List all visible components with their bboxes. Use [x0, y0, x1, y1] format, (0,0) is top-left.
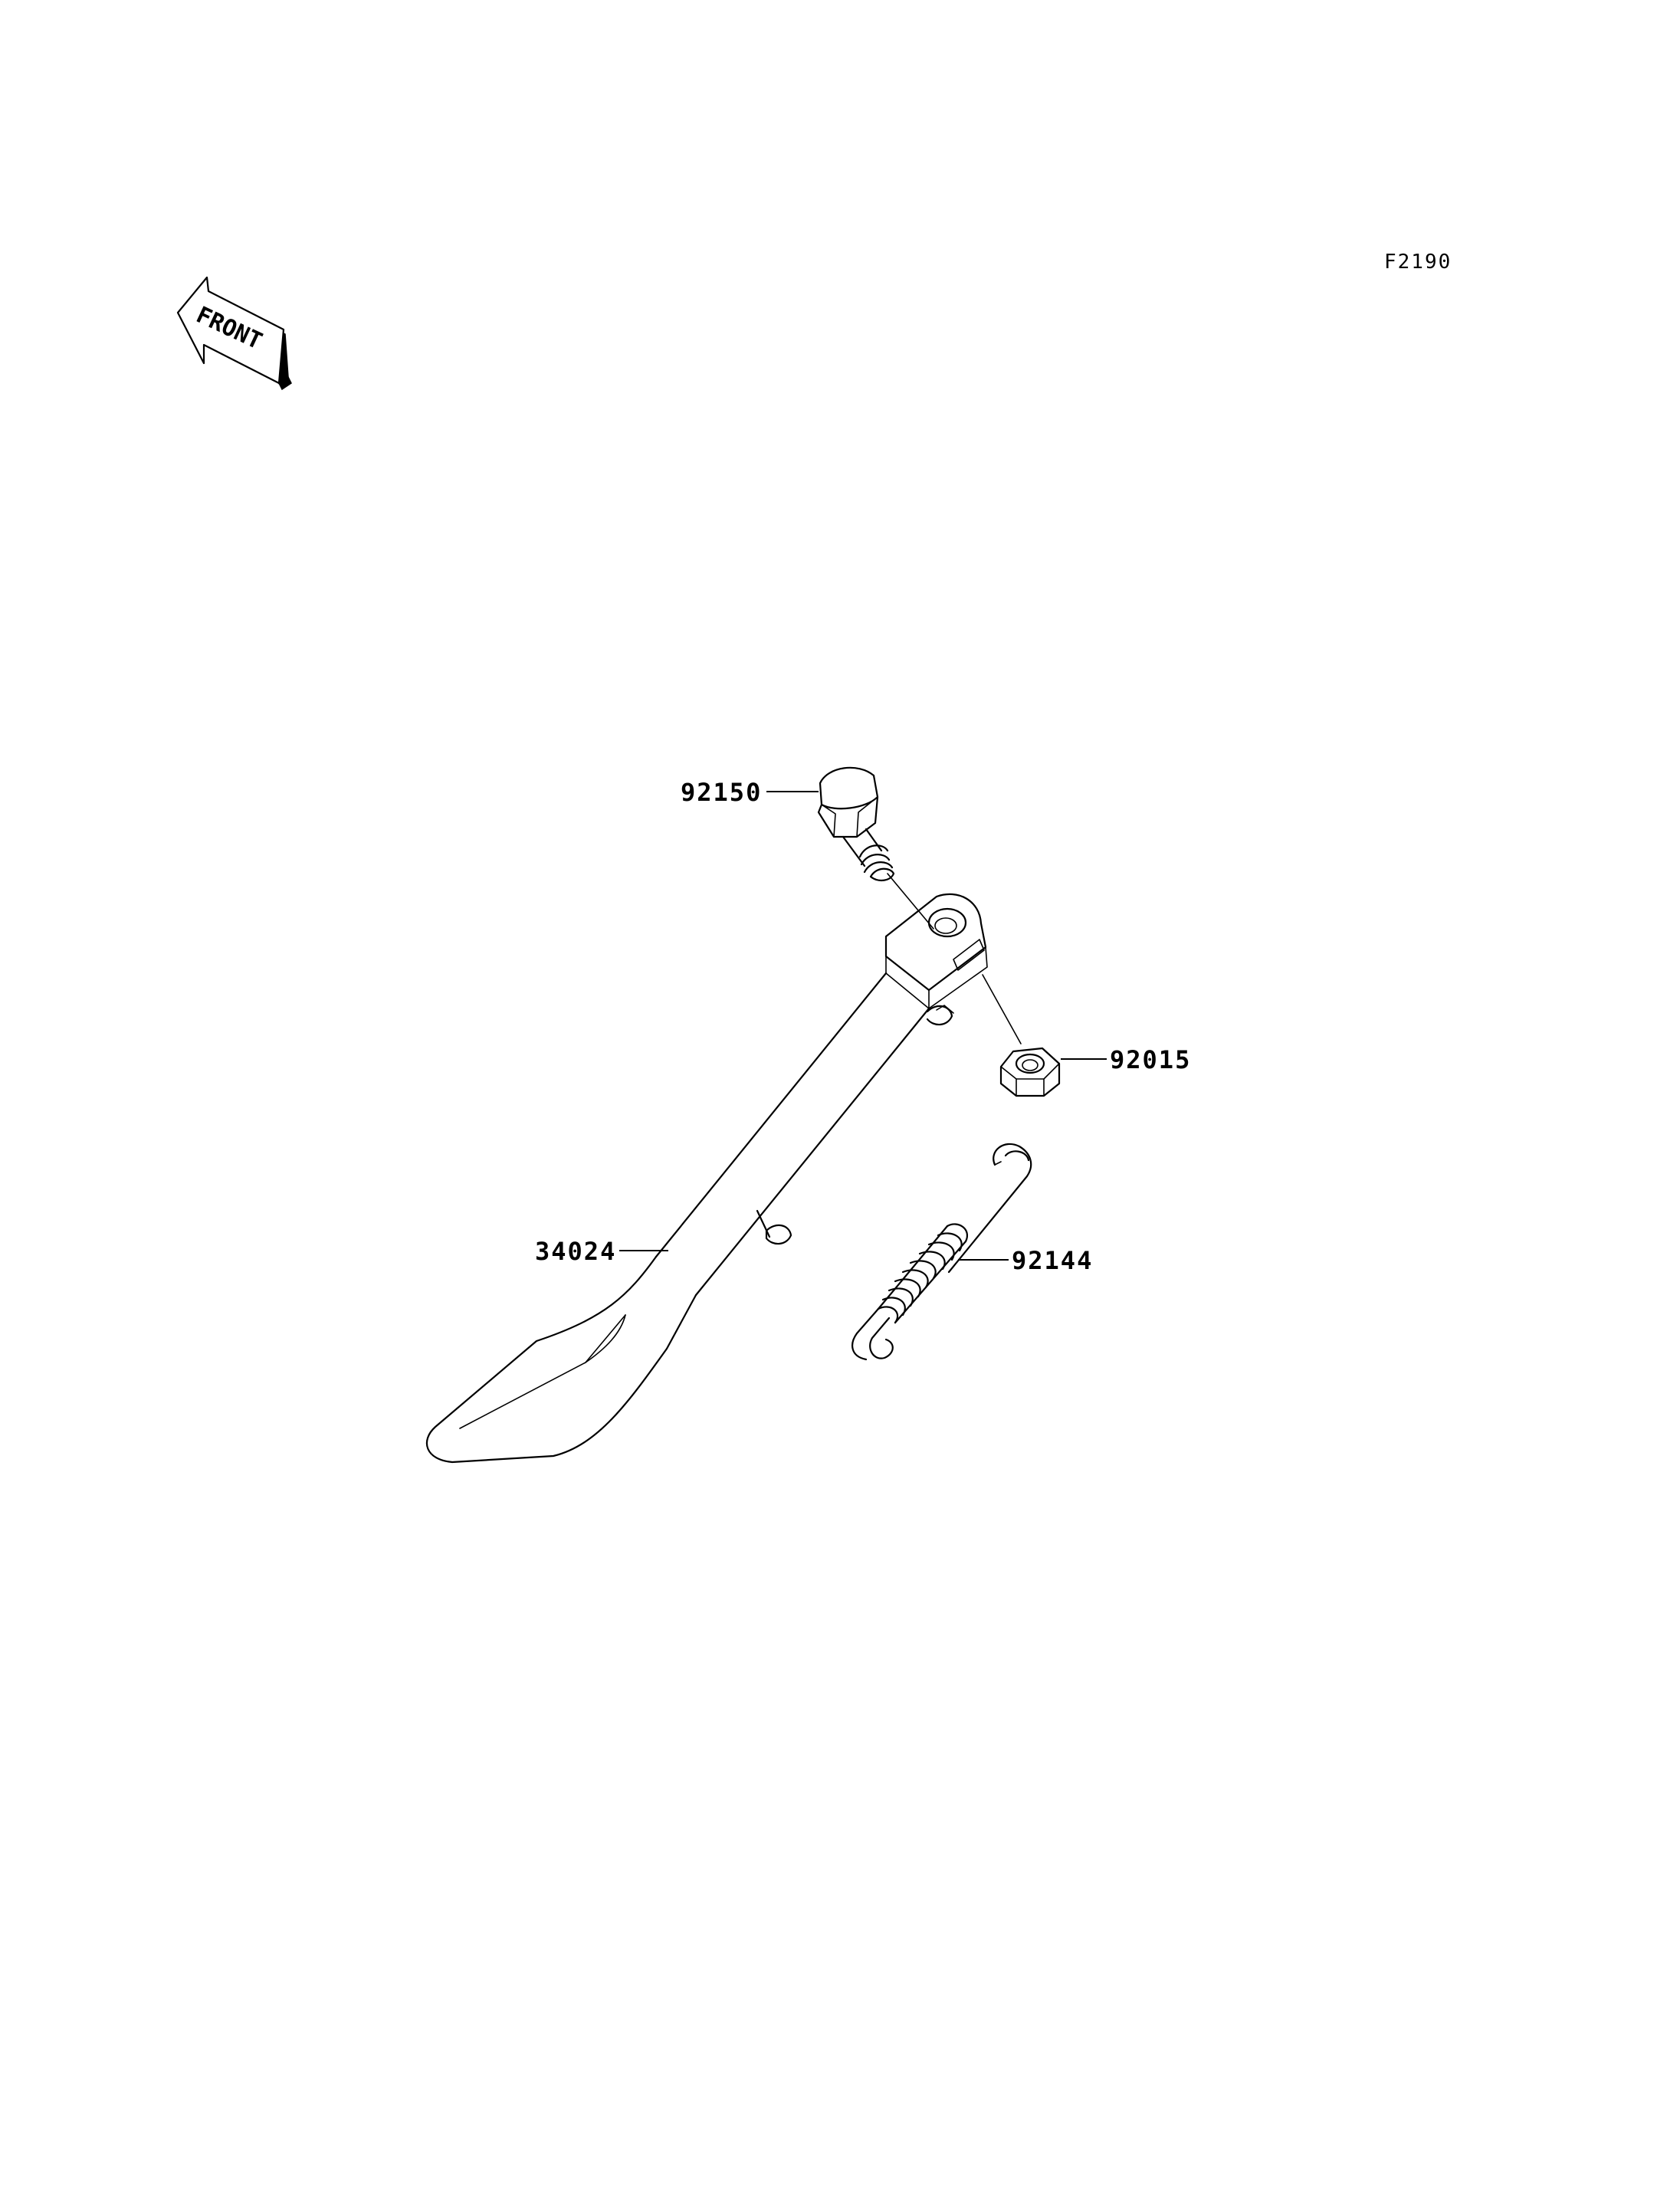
bolt-axis-line [887, 873, 934, 930]
nut-part [999, 1047, 1061, 1097]
part-number-92015: 92015 [1110, 1045, 1191, 1074]
part-number-92150: 92150 [681, 778, 762, 807]
side-stand-part [425, 893, 988, 1464]
figure-code: F2190 [1384, 251, 1452, 274]
front-arrow-icon: FRONT [176, 276, 292, 391]
spring-part [851, 1143, 1032, 1361]
bolt-part [817, 766, 895, 881]
part-number-92144: 92144 [1012, 1246, 1093, 1275]
part-number-34024: 34024 [535, 1237, 616, 1266]
spring-coils [877, 1223, 968, 1324]
nut-axis-line [982, 974, 1022, 1044]
